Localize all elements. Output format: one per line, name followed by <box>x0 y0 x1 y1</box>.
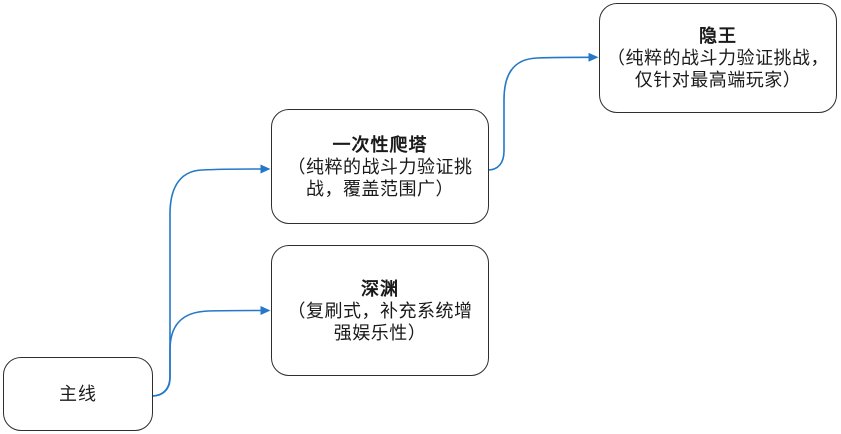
node-main-line: 主线 <box>3 357 153 431</box>
node-description: （纯粹的战斗力验证挑 战，覆盖范围广） <box>287 156 473 199</box>
node-abyss: 深渊 （复刷式，补充系统增 强娱乐性） <box>271 245 489 376</box>
node-description: （纯粹的战斗力验证挑战， 仅针对最高端玩家） <box>607 48 829 90</box>
node-title: 主线 <box>59 384 97 404</box>
edge-main-to-tower <box>151 164 271 397</box>
node-hidden-king: 隐王 （纯粹的战斗力验证挑战， 仅针对最高端玩家） <box>599 3 837 113</box>
node-title: 隐王 <box>699 26 737 46</box>
edge-tower-to-king <box>487 52 599 171</box>
edge-main-to-abyss <box>151 306 271 397</box>
node-title: 一次性爬塔 <box>332 134 428 155</box>
node-description: （复刷式，补充系统增 强娱乐性） <box>287 300 473 343</box>
node-one-time-tower: 一次性爬塔 （纯粹的战斗力验证挑 战，覆盖范围广） <box>271 109 489 224</box>
node-title: 深渊 <box>361 278 399 299</box>
